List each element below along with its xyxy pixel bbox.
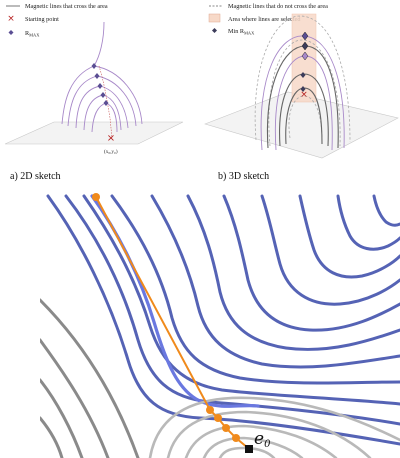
field-line [298,194,400,279]
gray-loops-bottom [148,396,400,458]
orange-points [92,193,240,442]
field-line [268,39,341,147]
panel-b: Magnetic lines that do not cross the are… [204,3,399,182]
legend-crossing-lines: Magnetic lines that cross the area [25,3,108,10]
field-line [150,194,400,369]
field-line [102,94,122,131]
field-loop [184,424,338,458]
field-line [64,194,400,426]
gray-lines-left [40,298,140,458]
legend-area: Area where lines are selected [228,16,301,23]
rmax-marker [300,86,306,92]
panel-a: Magnetic lines that cross the area × Sta… [4,3,184,182]
min-rmax-marker [301,41,309,51]
seed-point-label: e0 [254,429,271,450]
starting-point-cross-icon: × [300,90,308,100]
rmax-markers-3d [300,31,309,92]
field-line [40,298,140,458]
starting-point-label: (x₀,y₀) [104,148,118,155]
highlighted-field-line [90,194,260,408]
rmax-marker [94,73,100,79]
min-rmax-marker [301,31,309,41]
field-loop [202,436,304,458]
field-line [40,338,110,458]
field-loop [166,410,372,458]
panel-c: e0 [40,193,400,458]
caption-2d: a) 2D sketch [10,171,61,182]
orange-point [214,414,222,422]
rmax-marker [91,63,97,69]
rmax-marker [100,92,106,98]
trace-line [98,65,113,139]
field-line [372,194,400,227]
field-line [83,94,104,131]
diamond-icon [8,30,14,35]
diamond-icon [212,28,217,33]
orange-point [222,424,230,432]
legend-min-rmax: Min RMAX [228,28,255,36]
legend-rmax: RMAX [25,30,40,38]
field-line [46,194,400,446]
orange-point [232,434,240,442]
field-line [110,194,400,385]
field-line [186,194,400,351]
rmax-marker [300,72,306,78]
field-line [96,75,137,127]
cross-icon: × [7,14,15,24]
field-line [222,194,400,332]
field-line [336,194,400,251]
field-line [67,75,98,127]
legend-noncrossing-lines: Magnetic lines that do not cross the are… [228,3,328,10]
field-line [91,102,107,133]
field-line [93,65,143,125]
orange-point [206,406,214,414]
legend-starting-point: Starting point [25,16,59,23]
field-line [288,95,323,141]
field-line [82,194,400,406]
field-line [40,378,84,458]
field-line [254,15,351,143]
min-rmax-marker [301,51,309,61]
field-line [75,85,101,129]
starting-point-cross-icon: × [107,133,115,144]
seed-point-square [245,445,253,453]
blue-field-lines [46,194,400,446]
rmax-marker [97,83,103,89]
caption-3d: b) 3D sketch [218,171,269,182]
field-loop [218,446,276,458]
rmax-marker [103,100,109,106]
field-line [61,21,105,125]
floor-plane [204,91,399,159]
orange-point [92,193,100,201]
field-line [40,416,64,458]
field-line [260,194,400,306]
area-swatch [208,13,221,23]
field-loop [148,396,400,458]
floor-plane [4,121,184,145]
rmax-markers [91,63,109,106]
dashed-field-lines [254,15,351,147]
field-line [99,85,129,129]
